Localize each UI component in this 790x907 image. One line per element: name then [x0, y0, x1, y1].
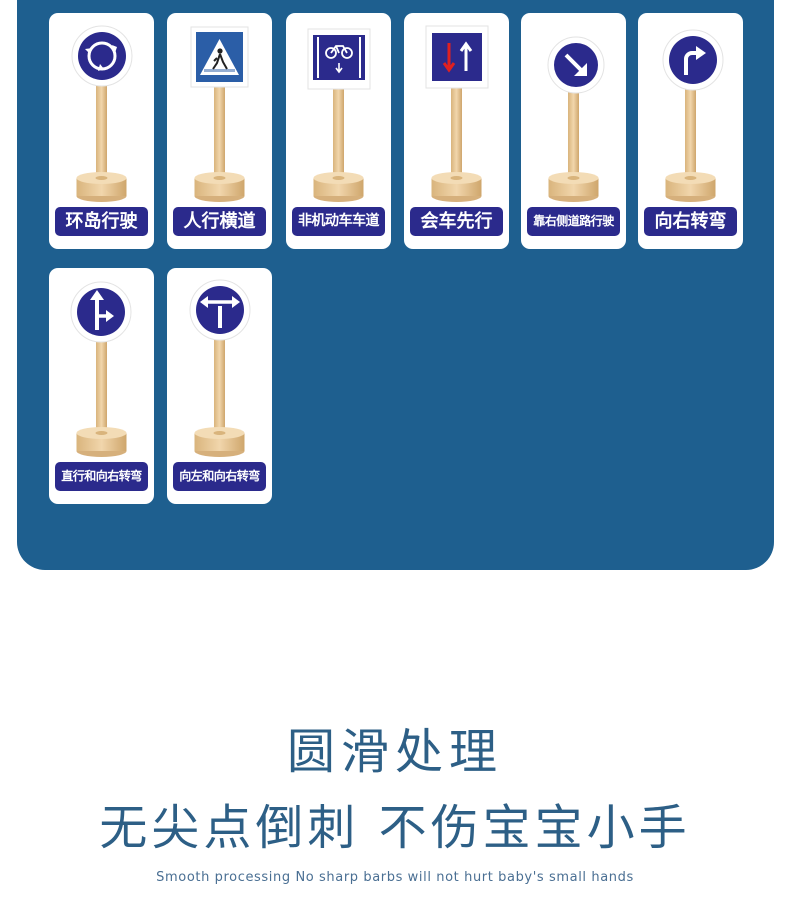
left-or-right-sign-icon — [189, 279, 251, 457]
sign-card-roundabout[interactable]: 环岛行驶 — [49, 13, 154, 249]
sign-card-straight-or-right[interactable]: 直行和向右转弯 — [49, 268, 154, 504]
sign-label: 环岛行驶 — [55, 207, 148, 236]
sign-label: 直行和向右转弯 — [55, 462, 148, 491]
roundabout-sign-icon — [71, 25, 133, 202]
sign-card-left-or-right[interactable]: 向左和向右转弯 — [167, 268, 272, 504]
sign-card-bicycle-lane[interactable]: 非机动车车道 — [286, 13, 391, 249]
turn-right-sign-icon — [662, 29, 724, 202]
sign-card-keep-right[interactable]: 靠右侧道路行驶 — [521, 13, 626, 249]
section-subtitle: 无尖点倒刺 不伤宝宝小手 — [99, 800, 691, 856]
sign-card-turn-right[interactable]: 向右转弯 — [638, 13, 743, 249]
sign-label: 向右转弯 — [644, 207, 737, 236]
sign-card-oncoming-priority[interactable]: 会车先行 — [404, 13, 509, 249]
section-title: 圆滑处理 — [286, 724, 503, 780]
bicycle-lane-sign-icon — [307, 28, 371, 202]
straight-or-right-sign-icon — [70, 281, 132, 457]
sign-label: 人行横道 — [173, 207, 266, 236]
sign-card-pedestrian[interactable]: 人行横道 — [167, 13, 272, 249]
sign-label: 非机动车车道 — [292, 207, 385, 236]
sign-label: 靠右侧道路行驶 — [527, 207, 620, 236]
keep-right-sign-icon — [547, 36, 605, 202]
pedestrian-crossing-sign-icon — [190, 26, 249, 202]
sign-label: 会车先行 — [410, 207, 503, 236]
section-caption: Smooth processing No sharp barbs will no… — [156, 870, 634, 885]
sign-label: 向左和向右转弯 — [173, 462, 266, 491]
oncoming-priority-sign-icon — [425, 25, 489, 202]
